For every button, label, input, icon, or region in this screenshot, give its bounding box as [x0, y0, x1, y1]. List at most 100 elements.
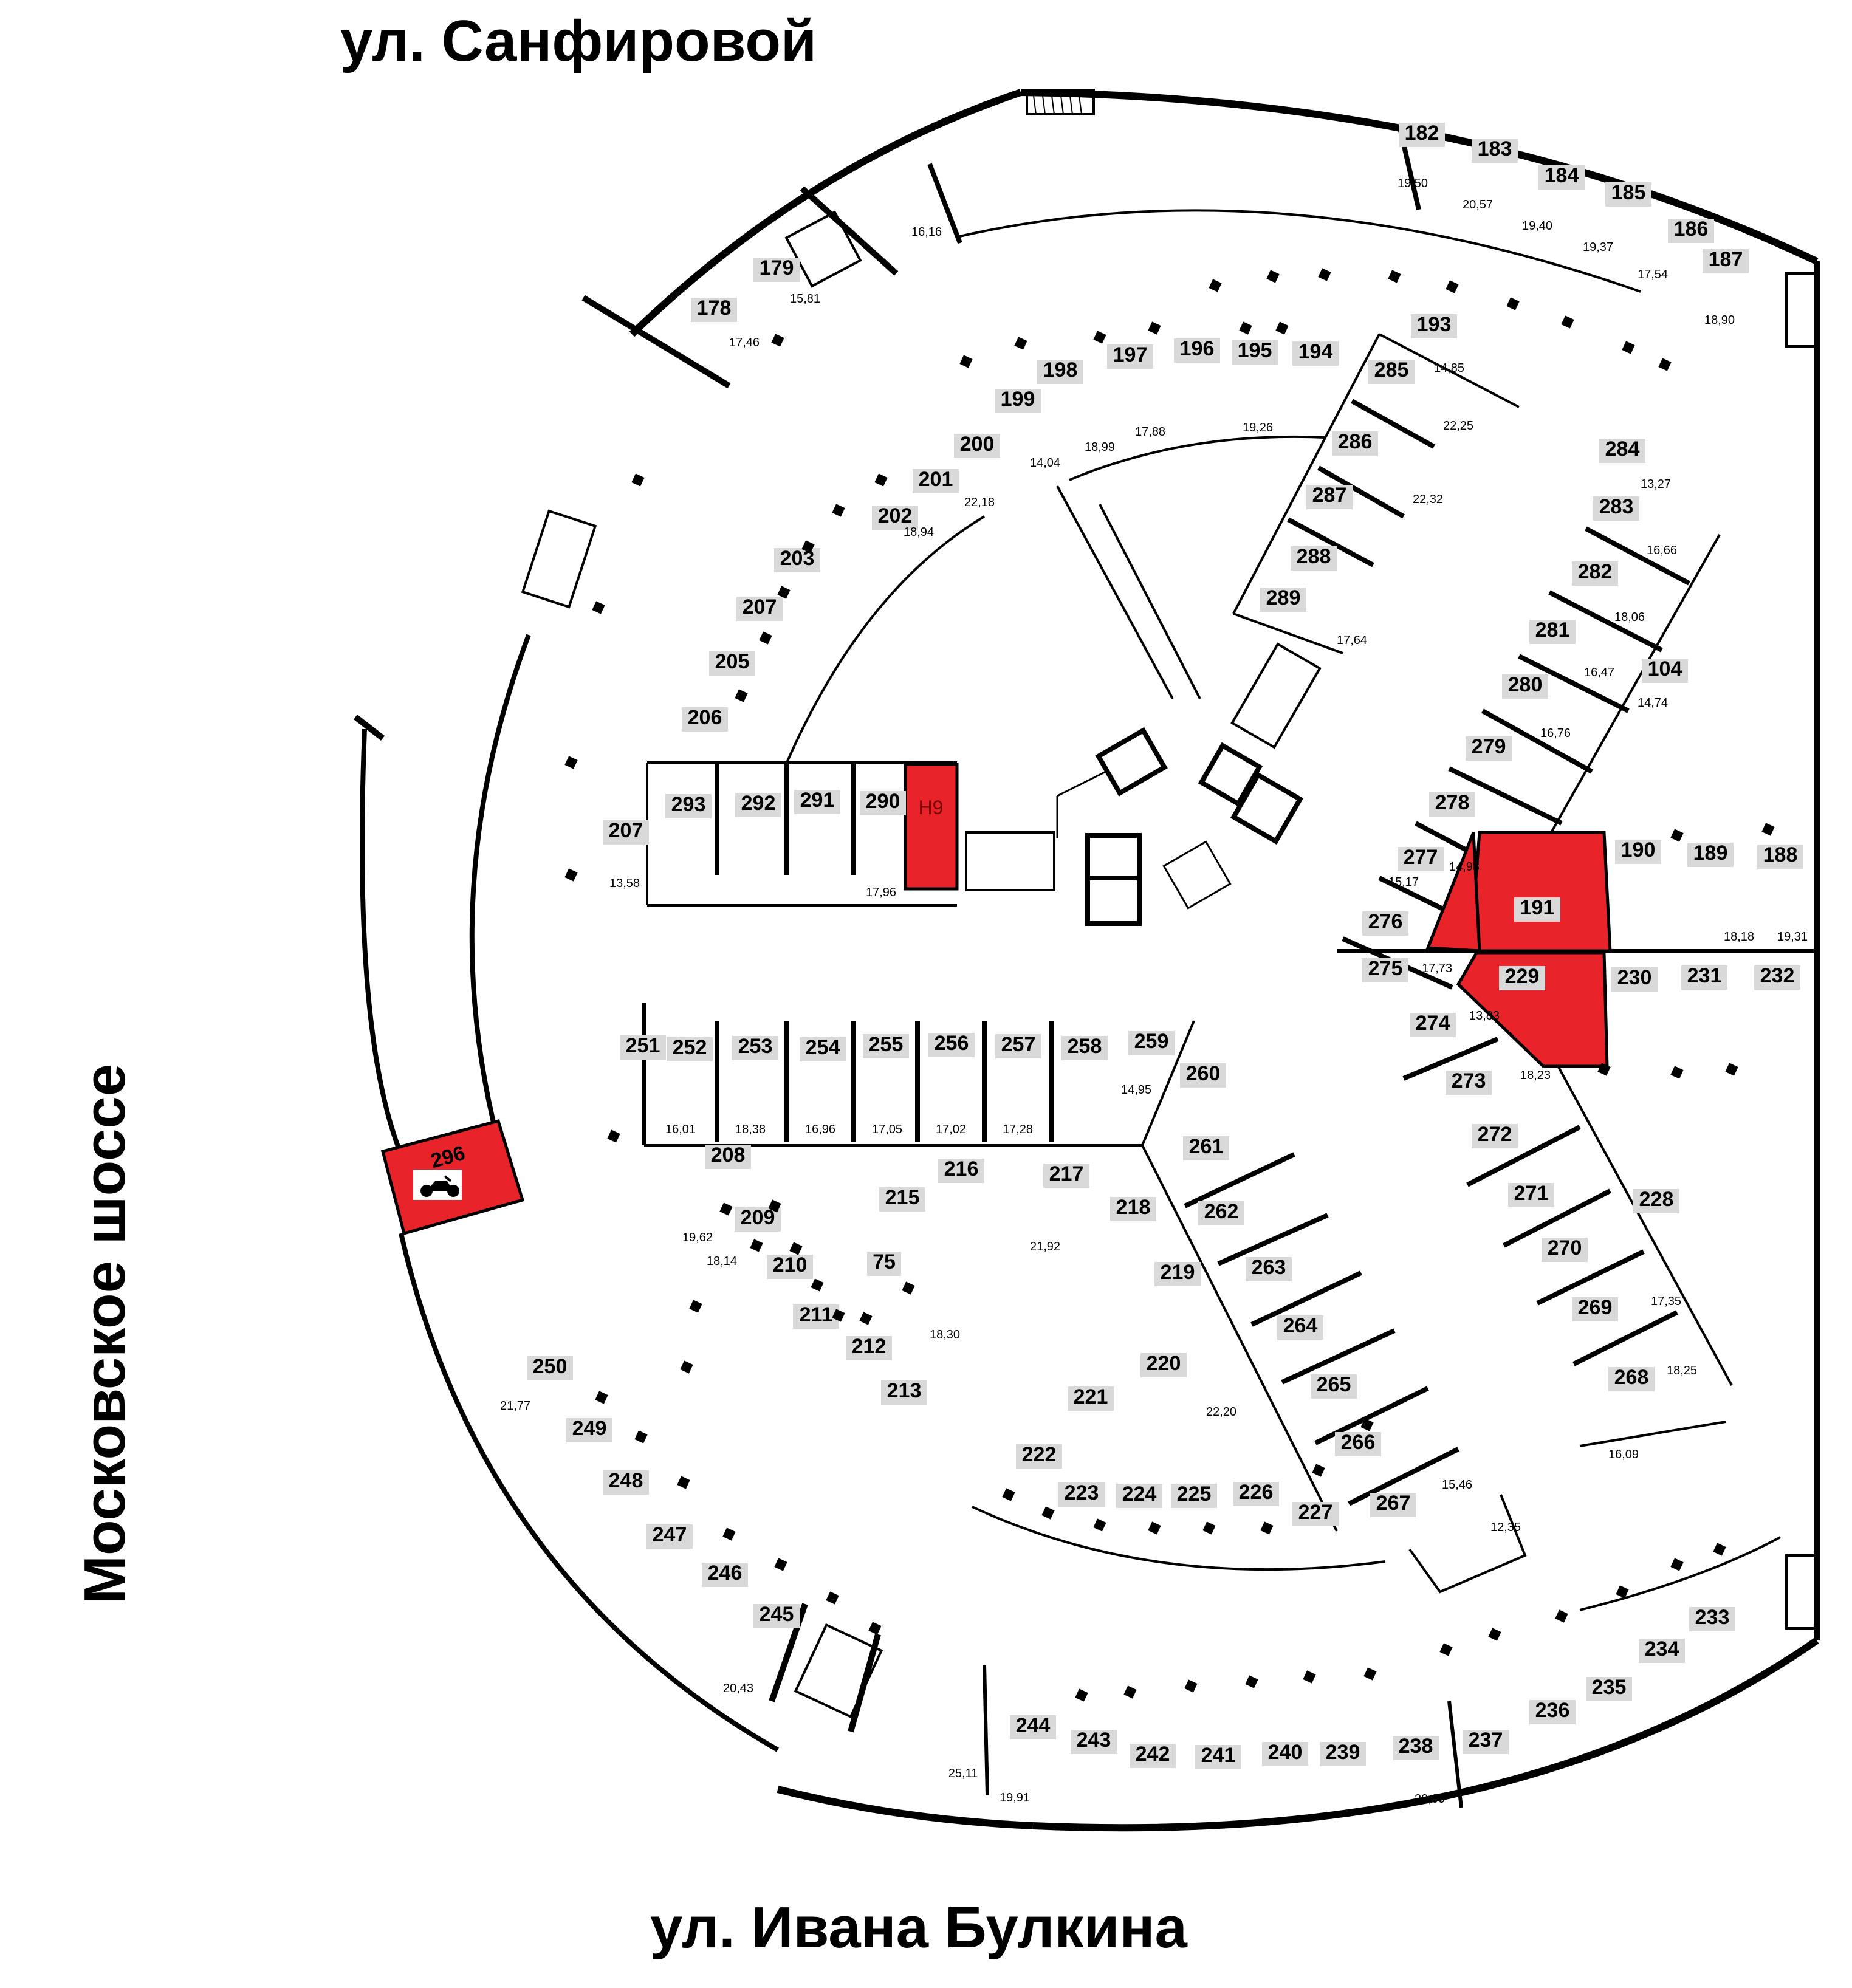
- spot-248[interactable]: 248: [603, 1469, 649, 1495]
- spot-273[interactable]: 273: [1446, 1069, 1492, 1095]
- spot-229[interactable]: 229: [1499, 965, 1545, 990]
- spot-263[interactable]: 263: [1246, 1256, 1292, 1281]
- spot-264[interactable]: 264: [1277, 1314, 1323, 1340]
- spot-206[interactable]: 206: [682, 706, 728, 732]
- spot-296[interactable]: 296: [380, 1119, 525, 1236]
- spot-229[interactable]: [1456, 951, 1609, 1068]
- spot-289[interactable]: 289: [1260, 586, 1306, 612]
- spot-196[interactable]: 196: [1174, 337, 1220, 363]
- spot-183[interactable]: 183: [1472, 137, 1518, 163]
- spot-279[interactable]: 279: [1466, 735, 1512, 761]
- spot-207[interactable]: 207: [736, 595, 783, 621]
- spot-190[interactable]: 190: [1615, 838, 1661, 864]
- spot-237[interactable]: 237: [1463, 1729, 1509, 1754]
- spot-191[interactable]: 191: [1514, 896, 1560, 922]
- spot-286[interactable]: 286: [1332, 430, 1378, 456]
- spot-210[interactable]: 210: [767, 1253, 813, 1279]
- spot-241[interactable]: 241: [1195, 1744, 1241, 1769]
- spot-278[interactable]: 278: [1429, 791, 1475, 817]
- spot-202[interactable]: 202: [872, 504, 918, 530]
- spot-188[interactable]: 188: [1757, 843, 1803, 869]
- spot-186[interactable]: 186: [1668, 218, 1714, 243]
- spot-246[interactable]: 246: [702, 1561, 748, 1587]
- spot-242[interactable]: 242: [1130, 1743, 1176, 1768]
- spot-269[interactable]: 269: [1572, 1296, 1618, 1321]
- spot-222[interactable]: 222: [1016, 1443, 1062, 1469]
- spot-277[interactable]: 277: [1398, 846, 1444, 871]
- spot-291[interactable]: 291: [794, 789, 840, 814]
- spot-245[interactable]: 245: [753, 1603, 800, 1628]
- spot-187[interactable]: 187: [1703, 248, 1749, 273]
- spot-272[interactable]: 272: [1472, 1123, 1518, 1148]
- spot-244[interactable]: 244: [1010, 1714, 1056, 1740]
- spot-230[interactable]: 230: [1611, 966, 1658, 992]
- spot-267[interactable]: 267: [1370, 1492, 1416, 1517]
- spot-224[interactable]: 224: [1116, 1482, 1162, 1508]
- spot-189[interactable]: 189: [1687, 841, 1734, 867]
- spot-271[interactable]: 271: [1508, 1182, 1554, 1207]
- spot-250[interactable]: 250: [527, 1355, 573, 1380]
- spot-234[interactable]: 234: [1639, 1637, 1685, 1663]
- spot-191[interactable]: [1425, 831, 1612, 953]
- spot-215[interactable]: 215: [879, 1186, 925, 1212]
- spot-233[interactable]: 233: [1689, 1606, 1735, 1631]
- spot-282[interactable]: 282: [1572, 560, 1618, 586]
- spot-199[interactable]: 199: [995, 388, 1041, 413]
- spot-258[interactable]: 258: [1061, 1035, 1108, 1060]
- spot-287[interactable]: 287: [1306, 484, 1353, 509]
- spot-216[interactable]: 216: [938, 1157, 984, 1183]
- spot-249[interactable]: 249: [566, 1417, 612, 1442]
- spot-251[interactable]: 251: [620, 1034, 666, 1060]
- spot-280[interactable]: 280: [1502, 673, 1548, 699]
- spot-239[interactable]: 239: [1320, 1741, 1366, 1766]
- spot-184[interactable]: 184: [1538, 164, 1585, 190]
- spot-284[interactable]: 284: [1599, 437, 1645, 463]
- spot-257[interactable]: 257: [995, 1033, 1041, 1058]
- spot-256[interactable]: 256: [928, 1032, 975, 1057]
- spot-200[interactable]: 200: [954, 433, 1000, 458]
- spot-228[interactable]: 228: [1633, 1188, 1679, 1213]
- spot-211[interactable]: 211: [793, 1303, 839, 1329]
- spot-276[interactable]: 276: [1362, 910, 1408, 936]
- spot-253[interactable]: 253: [732, 1035, 778, 1060]
- spot-254[interactable]: 254: [800, 1036, 846, 1061]
- spot-232[interactable]: 232: [1754, 964, 1800, 990]
- spot-288[interactable]: 288: [1291, 545, 1337, 571]
- spot-205[interactable]: 205: [709, 650, 755, 676]
- spot-220[interactable]: 220: [1140, 1352, 1187, 1377]
- spot-193[interactable]: 193: [1411, 313, 1457, 338]
- spot-261[interactable]: 261: [1183, 1135, 1229, 1160]
- spot-201[interactable]: 201: [913, 468, 959, 493]
- spot-221[interactable]: 221: [1068, 1385, 1114, 1411]
- spot-285[interactable]: 285: [1368, 358, 1415, 384]
- spot-290[interactable]: 290: [860, 790, 906, 815]
- spot-198[interactable]: 198: [1037, 358, 1083, 384]
- spot-217[interactable]: 217: [1043, 1162, 1089, 1188]
- spot-219[interactable]: 219: [1154, 1261, 1201, 1286]
- spot-268[interactable]: 268: [1608, 1366, 1655, 1391]
- spot-75[interactable]: 75: [867, 1250, 901, 1276]
- spot-213[interactable]: 213: [881, 1379, 927, 1405]
- spot-178[interactable]: 178: [691, 296, 737, 322]
- spot-293[interactable]: 293: [665, 793, 712, 818]
- spot-203[interactable]: 203: [774, 547, 820, 572]
- spot-243[interactable]: 243: [1071, 1729, 1117, 1754]
- spot-270[interactable]: 270: [1542, 1236, 1588, 1262]
- spot-104[interactable]: 104: [1642, 657, 1688, 683]
- spot-227[interactable]: 227: [1292, 1501, 1339, 1526]
- spot-182[interactable]: 182: [1399, 122, 1445, 147]
- spot-179[interactable]: 179: [753, 256, 800, 282]
- spot-240[interactable]: 240: [1262, 1741, 1308, 1766]
- spot-238[interactable]: 238: [1393, 1735, 1439, 1760]
- spot-223[interactable]: 223: [1058, 1481, 1105, 1507]
- spot-208[interactable]: 208: [705, 1143, 751, 1169]
- spot-225[interactable]: 225: [1171, 1482, 1217, 1508]
- spot-260[interactable]: 260: [1180, 1062, 1226, 1088]
- spot-H9[interactable]: Н9: [904, 763, 959, 891]
- spot-255[interactable]: 255: [863, 1033, 909, 1058]
- spot-262[interactable]: 262: [1198, 1200, 1244, 1225]
- spot-197[interactable]: 197: [1107, 343, 1153, 369]
- spot-235[interactable]: 235: [1586, 1676, 1632, 1701]
- spot-274[interactable]: 274: [1410, 1012, 1456, 1037]
- spot-207[interactable]: 207: [603, 819, 649, 845]
